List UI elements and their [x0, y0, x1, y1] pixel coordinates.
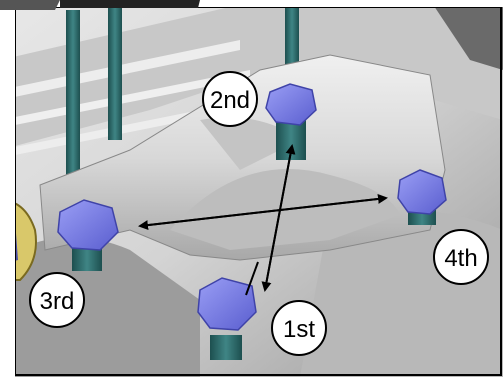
bracket-recess [200, 117, 300, 170]
label-4th-callout: 4th [433, 229, 489, 285]
arrow-4th-to-3rd [138, 197, 387, 231]
stud-1st [210, 335, 242, 360]
rod [285, 0, 299, 80]
dark-corner [430, 0, 503, 70]
label-3rd-callout: 3rd [29, 272, 85, 328]
top-edge-shadow [60, 0, 200, 8]
nut-4th [397, 169, 447, 215]
sequence-arrows [138, 144, 388, 296]
lower-casting [0, 237, 200, 377]
arrow-2nd-to-1st [261, 145, 293, 292]
rod [108, 0, 122, 140]
label-2nd-callout: 2nd [202, 71, 258, 127]
rod [66, 10, 80, 190]
nut-3rd [57, 199, 119, 251]
label-2nd: 2nd [210, 87, 250, 114]
label-1st-callout: 1st [271, 300, 327, 356]
housing-ridge [0, 70, 250, 128]
top-margin [0, 0, 503, 7]
corner-shadow [0, 0, 60, 10]
nut-1st [197, 277, 257, 331]
label-3rd: 3rd [40, 288, 75, 315]
label-4th: 4th [444, 245, 477, 272]
left-margin [0, 0, 15, 377]
label-1st: 1st [283, 316, 315, 343]
arrow-tail [245, 261, 259, 296]
nut-2nd [265, 83, 317, 126]
